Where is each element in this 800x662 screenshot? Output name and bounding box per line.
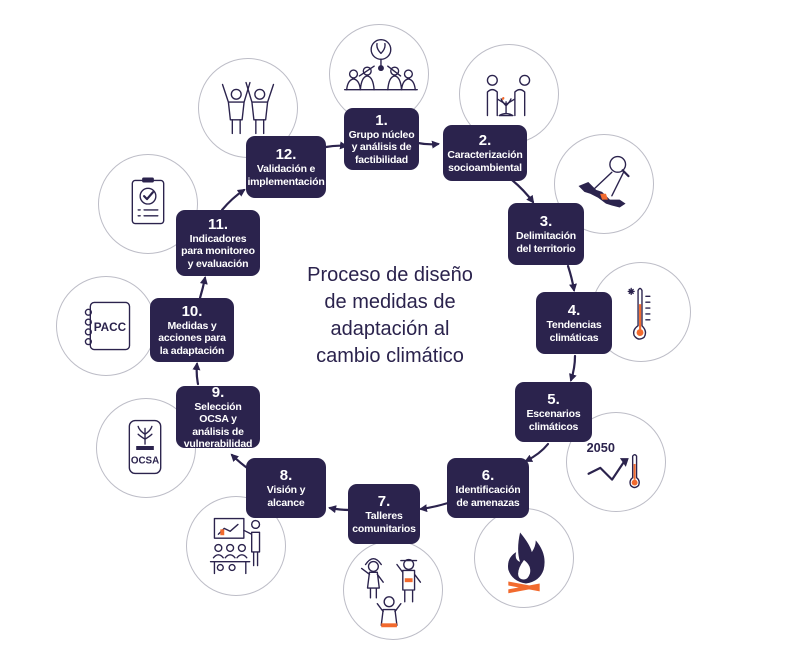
arrow-2-3 <box>510 178 535 204</box>
arrow-10-11 <box>198 276 208 300</box>
ocsa-label: OCSA <box>131 456 159 467</box>
fire-icon <box>507 532 545 594</box>
step-number: 7. <box>377 493 391 510</box>
step-label: Escenarios climáticos <box>526 408 581 433</box>
circle-step-10: PACC <box>56 276 156 376</box>
presentation-icon <box>209 517 261 575</box>
arrow-9-10 <box>192 362 201 386</box>
ocsa-badge-icon: OCSA <box>128 419 162 475</box>
arrow-1-2 <box>416 140 440 149</box>
community-people-icon <box>360 557 422 628</box>
thermometer-icon <box>627 287 651 340</box>
step-number: 9. <box>211 383 225 401</box>
title-line: cambio climático <box>316 345 464 367</box>
trend-thermometer-icon: 2050 <box>587 440 640 489</box>
step-number: 1. <box>375 111 388 129</box>
step-box-11: 11. Indicadores para monitoreo y evaluac… <box>176 210 260 276</box>
year-label: 2050 <box>587 440 615 455</box>
step-label: Validación e implementación <box>247 163 325 188</box>
title-line: adaptación al <box>330 318 450 340</box>
step-box-8: 8. Visión y alcance <box>246 458 326 518</box>
title-line: Proceso de diseño <box>307 264 473 286</box>
step-number: 5. <box>547 391 560 408</box>
step-number: 11. <box>207 215 229 233</box>
step-number: 2. <box>478 132 492 149</box>
step-box-3: 3. Delimitación del territorio <box>508 203 584 265</box>
step-label: Medidas y acciones para la adaptación <box>158 319 226 357</box>
circle-step-6 <box>474 508 574 608</box>
circle-step-7 <box>343 540 443 640</box>
circle-step-5: 2050 <box>566 412 666 512</box>
step-box-2: 2. Caracterización socioambiental <box>443 125 527 181</box>
arrow-4-5 <box>569 354 577 382</box>
step-box-7: 7. Talleres comunitarios <box>348 484 420 544</box>
arrow-7-8 <box>328 505 352 514</box>
pacc-label: PACC <box>94 321 127 334</box>
step-number: 4. <box>567 302 581 319</box>
step-number: 3. <box>539 213 553 230</box>
step-box-4: 4. Tendencias climáticas <box>536 292 612 354</box>
community-plant-icon <box>344 39 418 91</box>
arrow-6-7 <box>419 501 450 513</box>
step-label: Tendencias climáticas <box>546 319 602 344</box>
step-box-9: 9. Selección OCSA y análisis de vulnerab… <box>176 383 260 451</box>
step-box-1: 1. Grupo núcleo y análisis de factibilid… <box>344 108 419 170</box>
arrow-3-4 <box>566 264 577 292</box>
diagram-title: Proceso de diseño de medidas de adaptaci… <box>290 262 490 370</box>
pacc-notebook-icon: PACC <box>84 301 131 351</box>
celebration-icon <box>221 81 275 135</box>
people-plant-icon <box>486 74 531 117</box>
step-label: Caracterización socioambiental <box>447 149 523 174</box>
step-number: 12. <box>275 146 297 163</box>
step-label: Visión y alcance <box>266 484 306 509</box>
step-label: Delimitación del territorio <box>515 230 577 255</box>
step-number: 6. <box>481 467 495 484</box>
step-label: Identificación de amenazas <box>455 484 521 509</box>
step-number: 10. <box>181 302 203 320</box>
checklist-icon <box>131 177 165 225</box>
arrow-5-6 <box>524 442 550 463</box>
step-box-10: 10. Medidas y acciones para la adaptació… <box>150 298 234 362</box>
step-number: 8. <box>279 467 293 484</box>
step-label: Talleres comunitarios <box>352 510 416 535</box>
map-magnifier-icon <box>578 155 630 208</box>
step-box-12: 12. Validación e implementación <box>246 136 326 198</box>
step-label: Indicadores para monitoreo y evaluación <box>181 232 255 270</box>
title-line: de medidas de <box>324 291 456 313</box>
step-label: Selección OCSA y análisis de vulnerabili… <box>183 400 253 451</box>
step-label: Grupo núcleo y análisis de factibilidad <box>348 128 415 166</box>
step-box-5: 5. Escenarios climáticos <box>515 382 592 442</box>
circle-step-1 <box>329 24 429 124</box>
arrow-12-1 <box>324 141 348 150</box>
arrow-11-12 <box>220 188 246 212</box>
step-box-6: 6. Identificación de amenazas <box>447 458 529 518</box>
